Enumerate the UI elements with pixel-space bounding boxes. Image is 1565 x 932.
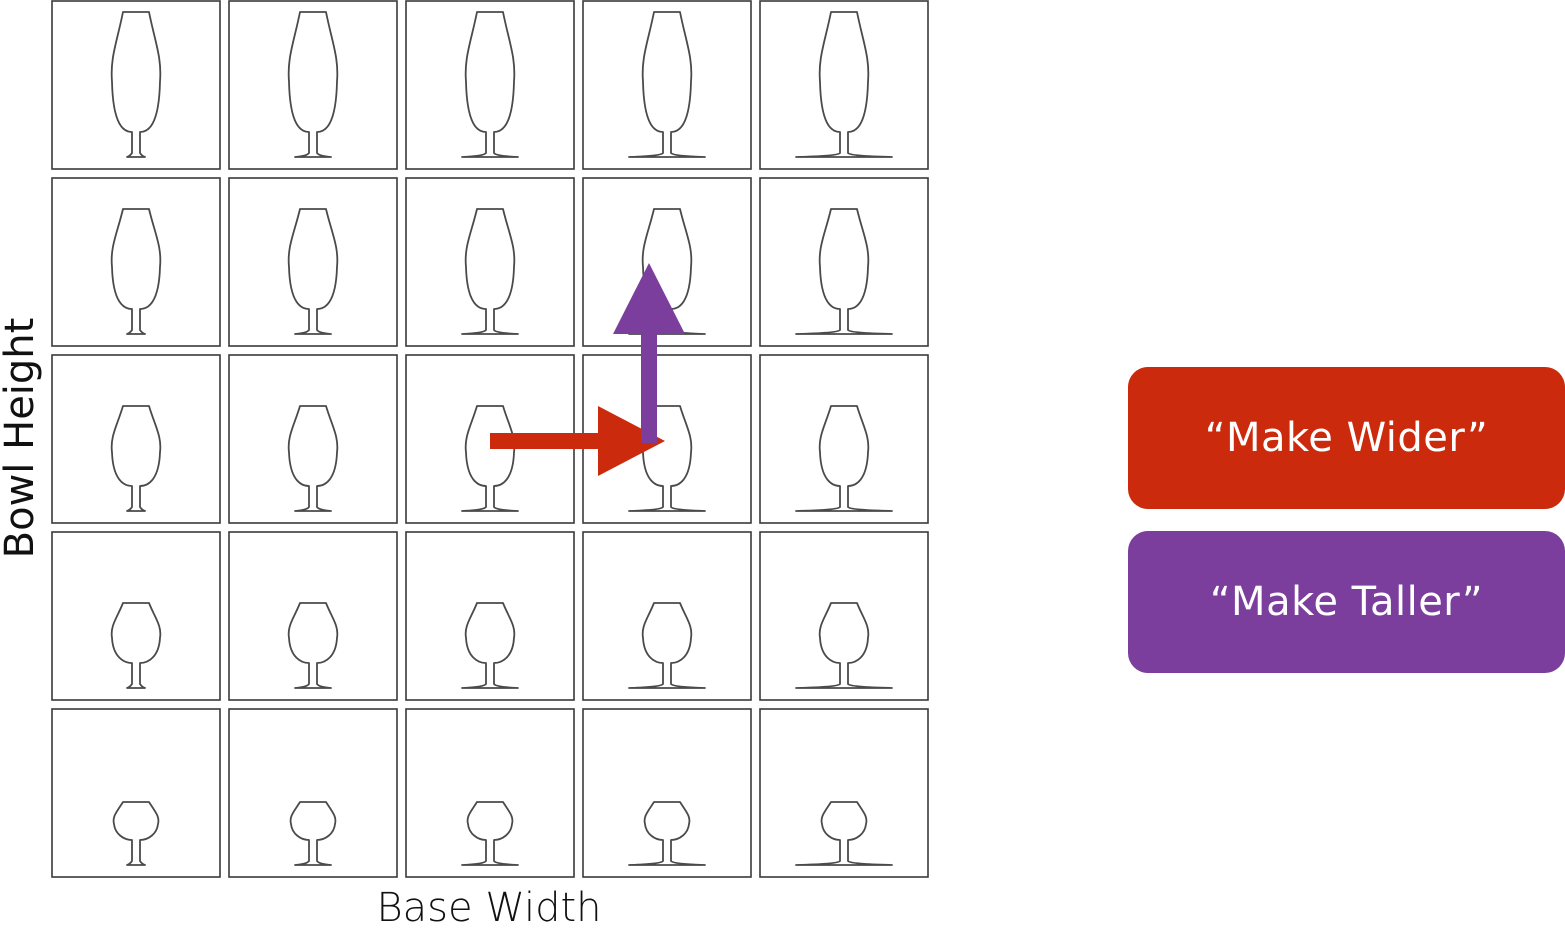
glass-cell <box>759 0 929 170</box>
glass-cell <box>51 708 221 878</box>
make-wider-label: “Make Wider” <box>1204 415 1489 461</box>
wine-glass-icon <box>461 405 519 512</box>
glass-cell <box>405 177 575 347</box>
wine-glass-icon <box>289 801 337 866</box>
wine-glass-icon <box>795 801 893 866</box>
glass-cell <box>405 708 575 878</box>
x-axis-label: Base Width <box>376 885 602 931</box>
glass-cell <box>759 354 929 524</box>
wine-glass-icon <box>110 208 162 335</box>
wine-glass-icon <box>628 11 706 158</box>
glass-cell <box>228 708 398 878</box>
make-wider-button[interactable]: “Make Wider” <box>1128 367 1565 509</box>
glass-cell <box>582 708 752 878</box>
glass-cell <box>405 0 575 170</box>
wine-glass-icon <box>112 801 160 866</box>
glass-cell <box>759 531 929 701</box>
wider-arrow <box>490 406 665 476</box>
wine-glass-icon <box>461 602 519 689</box>
glass-cell <box>51 177 221 347</box>
glass-cell <box>228 177 398 347</box>
wine-glass-icon <box>795 208 893 335</box>
wine-glass-icon <box>628 801 706 866</box>
wine-glass-icon <box>287 208 339 335</box>
wine-glass-icon <box>795 11 893 158</box>
glass-cell <box>759 177 929 347</box>
make-taller-label: “Make Taller” <box>1209 579 1484 625</box>
wine-glass-icon <box>287 602 339 689</box>
wine-glass-icon <box>110 11 162 158</box>
wine-glass-icon <box>461 11 519 158</box>
glass-cell <box>51 354 221 524</box>
glass-cell <box>582 531 752 701</box>
wine-glass-icon <box>628 208 706 335</box>
make-taller-button[interactable]: “Make Taller” <box>1128 531 1565 673</box>
glass-cell <box>51 0 221 170</box>
wine-glass-icon <box>628 602 706 689</box>
wine-glass-icon <box>795 602 893 689</box>
wine-glass-icon <box>795 405 893 512</box>
taller-arrow <box>613 263 685 443</box>
glass-cell <box>228 0 398 170</box>
glass-cell <box>51 531 221 701</box>
wine-glass-icon <box>110 405 162 512</box>
glass-cell <box>228 354 398 524</box>
glass-cell <box>405 531 575 701</box>
wine-glass-icon <box>287 11 339 158</box>
glass-cell <box>759 708 929 878</box>
glass-cell <box>228 531 398 701</box>
y-axis-label: Bowl Height <box>0 317 43 559</box>
wine-glass-icon <box>461 801 519 866</box>
wine-glass-icon <box>287 405 339 512</box>
wine-glass-icon <box>110 602 162 689</box>
wine-glass-icon <box>461 208 519 335</box>
glass-cell <box>582 0 752 170</box>
